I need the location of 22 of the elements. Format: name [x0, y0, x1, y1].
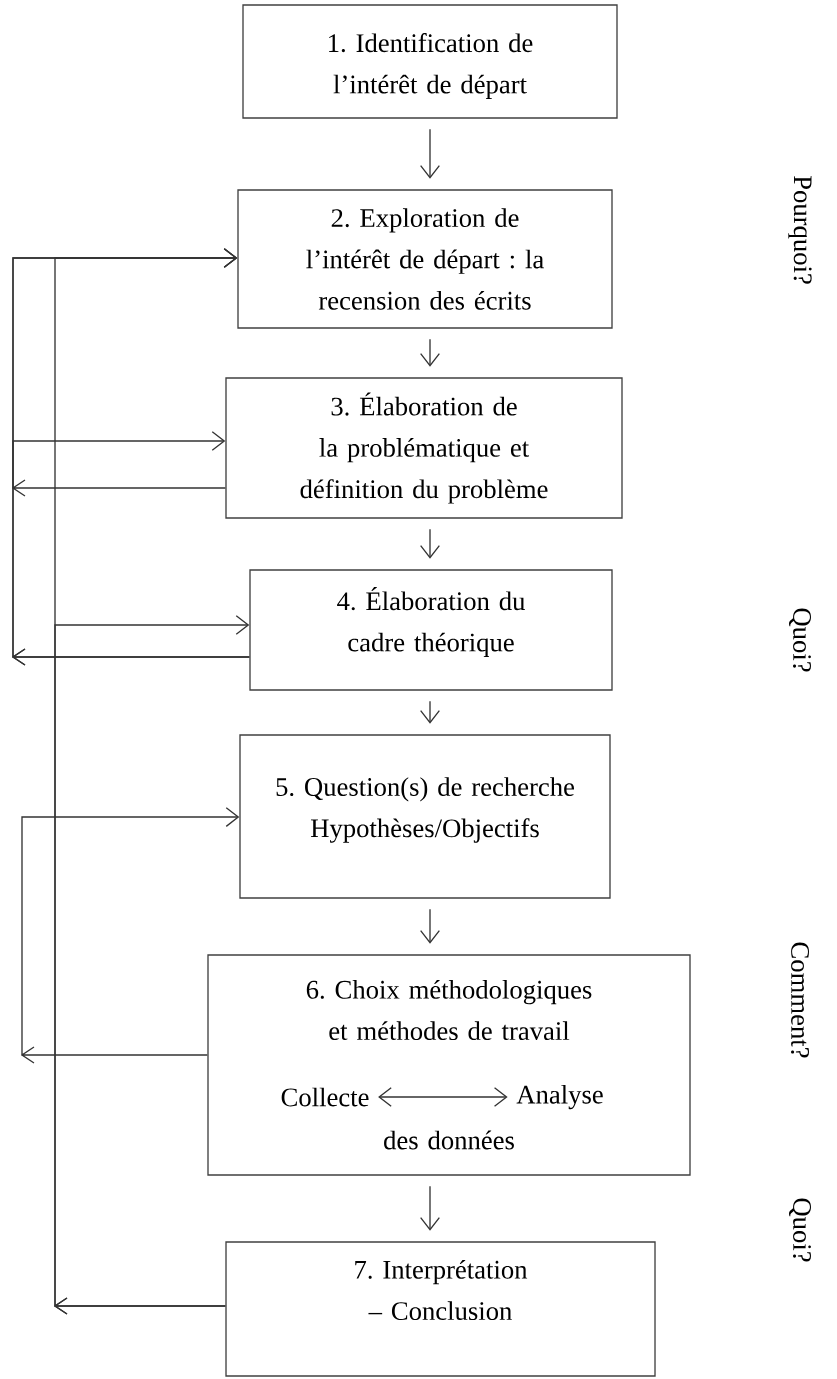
- process-box: 3. Élaboration de la problématique et définition du problème: [225, 377, 623, 519]
- arrow: [53, 615, 250, 1315]
- side-label: Comment?: [791, 942, 809, 1058]
- side-label: Quoi?: [789, 1198, 811, 1262]
- arrow: [420, 1185, 440, 1231]
- side-label: Pourquoi?: [788, 175, 812, 284]
- arrow: [20, 807, 240, 1064]
- process-box: 1. Identification de l’intérêt de départ: [242, 4, 618, 119]
- process-box: 2. Exploration de l’intérêt de départ : la recension des écrits: [237, 189, 613, 329]
- arrow: [420, 700, 440, 724]
- step-text: Collecte: [281, 1087, 369, 1107]
- process-box: 5. Question(s) de recherche Hypothèses/Objectifs: [239, 734, 611, 899]
- arrow: [420, 338, 440, 367]
- arrow: [420, 528, 440, 559]
- process-box: 7. Interprétation – Conclusion: [225, 1241, 656, 1377]
- arrow: [420, 908, 440, 944]
- arrow: [378, 1087, 508, 1107]
- process-box: 4. Élaboration du cadre théorique: [249, 569, 613, 691]
- step-text: Analyse: [516, 1084, 603, 1110]
- side-label: Quoi?: [789, 608, 811, 672]
- arrow: [11, 431, 250, 666]
- arrow: [420, 128, 440, 179]
